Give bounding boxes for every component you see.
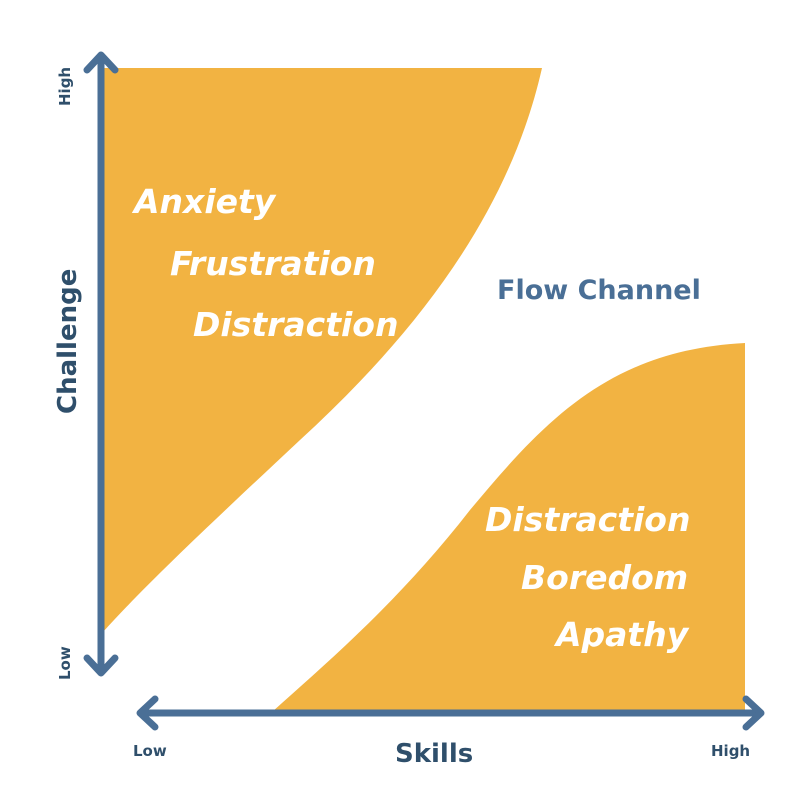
lower-distraction-label: Distraction [485,500,690,539]
upper-distraction-label: Distraction [193,305,398,344]
y-axis-low-label: Low [56,646,74,680]
boredom-label: Boredom [521,558,688,597]
flow-channel-label: Flow Channel [497,275,701,306]
x-axis-low-label: Low [133,742,167,760]
challenge-axis-top-arrowhead [83,51,119,74]
skills-axis-left-arrowhead [136,695,159,731]
anxiety-label: Anxiety [131,182,277,221]
challenge-axis [83,51,119,677]
x-axis-high-label: High [711,742,750,760]
frustration-label: Frustration [170,244,376,283]
y-axis-title: Challenge [53,269,83,414]
skills-axis-right-arrowhead [742,695,765,731]
y-axis-high-label: High [56,67,74,106]
apathy-label: Apathy [553,615,690,654]
anxiety-region [103,68,542,632]
skills-axis [136,695,765,731]
boredom-region [272,343,745,712]
x-axis-title: Skills [395,739,473,769]
challenge-axis-bottom-arrowhead [83,654,119,677]
